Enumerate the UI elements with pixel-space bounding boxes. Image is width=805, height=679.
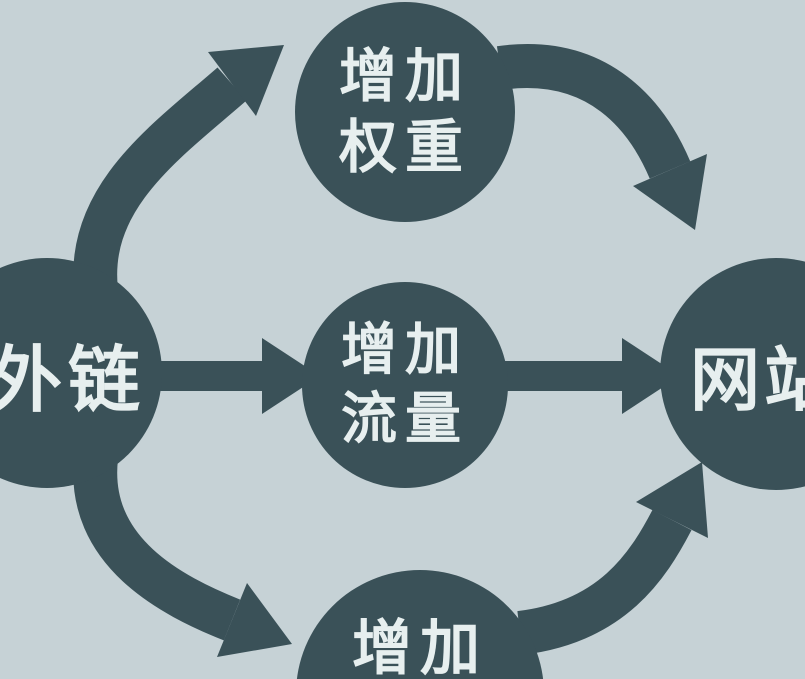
node-increase-weight: 增加 权重 (295, 2, 515, 222)
arrow-weight-to-website (496, 44, 707, 230)
arrow-source-to-traffic (158, 338, 320, 414)
node-increase-traffic-line1: 增加 (341, 317, 469, 383)
node-website-label: 网站 (690, 338, 805, 421)
node-increase-traffic-line2: 流量 (341, 387, 469, 452)
node-increase-weight-line1: 增加 (338, 42, 471, 111)
node-external-links-label: 外链 (0, 337, 146, 422)
arrow-source-to-weight (73, 45, 284, 293)
arrow-traffic-to-website (500, 338, 680, 414)
arrow-bottom-to-website (516, 462, 708, 655)
node-increase-traffic: 增加 流量 (302, 282, 508, 488)
arrow-source-to-bottom (73, 455, 292, 657)
node-increase-bottom-line1: 增加 (352, 614, 488, 679)
node-increase-weight-line2: 权重 (338, 113, 471, 181)
